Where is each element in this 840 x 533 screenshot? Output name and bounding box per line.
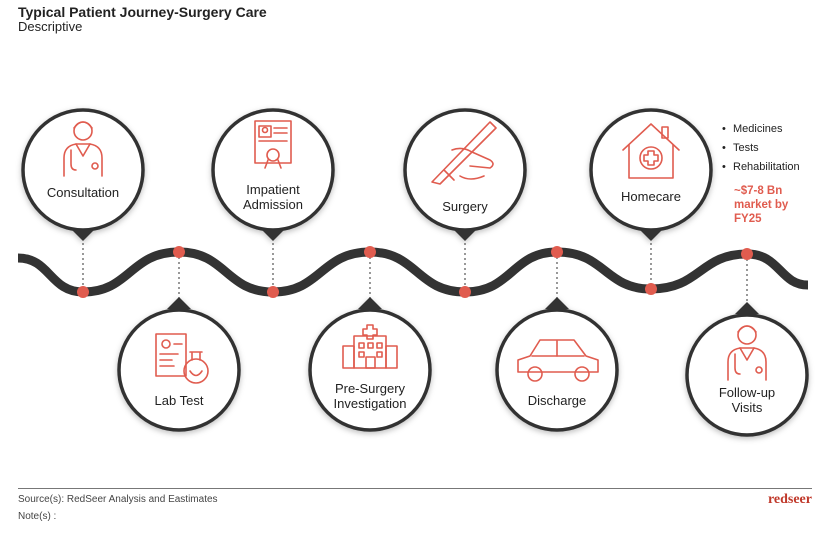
wave-dot bbox=[459, 286, 471, 298]
homecare-services: Medicines Tests Rehabilitation bbox=[722, 120, 800, 177]
step-circle-homecare bbox=[589, 108, 713, 241]
service-item: Rehabilitation bbox=[722, 158, 800, 177]
wave-dot bbox=[551, 246, 563, 258]
notes: Note(s) : bbox=[18, 511, 57, 522]
wave-dot bbox=[741, 248, 753, 260]
service-item: Tests bbox=[722, 139, 800, 158]
step-label-surgery: Surgery bbox=[442, 199, 488, 214]
footer-divider bbox=[18, 488, 812, 489]
step-circle-discharge bbox=[495, 297, 619, 432]
step-label-consultation: Consultation bbox=[46, 185, 120, 200]
wave-dot bbox=[77, 286, 89, 298]
page-title: Typical Patient Journey-Surgery Care bbox=[18, 4, 267, 20]
service-item: Medicines bbox=[722, 120, 800, 139]
scalpel-icon bbox=[431, 121, 497, 185]
lab-test-icon bbox=[155, 333, 209, 384]
step-circle-surgery bbox=[403, 108, 527, 241]
step-label-homecare: Homecare bbox=[621, 189, 681, 204]
page-subtitle: Descriptive bbox=[18, 19, 83, 34]
step-label-follow-up: Follow-up Visits bbox=[718, 385, 776, 415]
journey-wave bbox=[17, 247, 809, 297]
source-note: Source(s): RedSeer Analysis and Eastimat… bbox=[18, 494, 218, 505]
step-circle-pre-surgery bbox=[308, 297, 432, 432]
step-circle-follow-up bbox=[685, 302, 809, 437]
home-medical-icon bbox=[622, 123, 680, 179]
doctor-icon bbox=[63, 121, 103, 177]
car-icon bbox=[517, 339, 599, 382]
step-label-lab-test: Lab Test bbox=[154, 393, 204, 408]
doctor-icon bbox=[727, 325, 767, 381]
step-circle-consultation bbox=[21, 108, 145, 241]
step-label-admission: Impatient Admission bbox=[243, 182, 303, 212]
step-circle-lab-test bbox=[117, 297, 241, 432]
brand-logo: redseer bbox=[767, 492, 812, 507]
step-label-discharge: Discharge bbox=[527, 393, 587, 408]
wave-dot bbox=[364, 246, 376, 258]
step-label-pre-surgery: Pre-Surgery Investigation bbox=[333, 381, 407, 411]
admission-form-icon bbox=[254, 120, 292, 169]
wave-dot bbox=[645, 283, 657, 295]
wave-dot bbox=[173, 246, 185, 258]
hospital-building-icon bbox=[342, 324, 398, 369]
step-circle-admission bbox=[211, 108, 335, 241]
wave-dot bbox=[267, 286, 279, 298]
homecare-market-size: ~$7-8 Bn market by FY25 bbox=[734, 185, 789, 225]
